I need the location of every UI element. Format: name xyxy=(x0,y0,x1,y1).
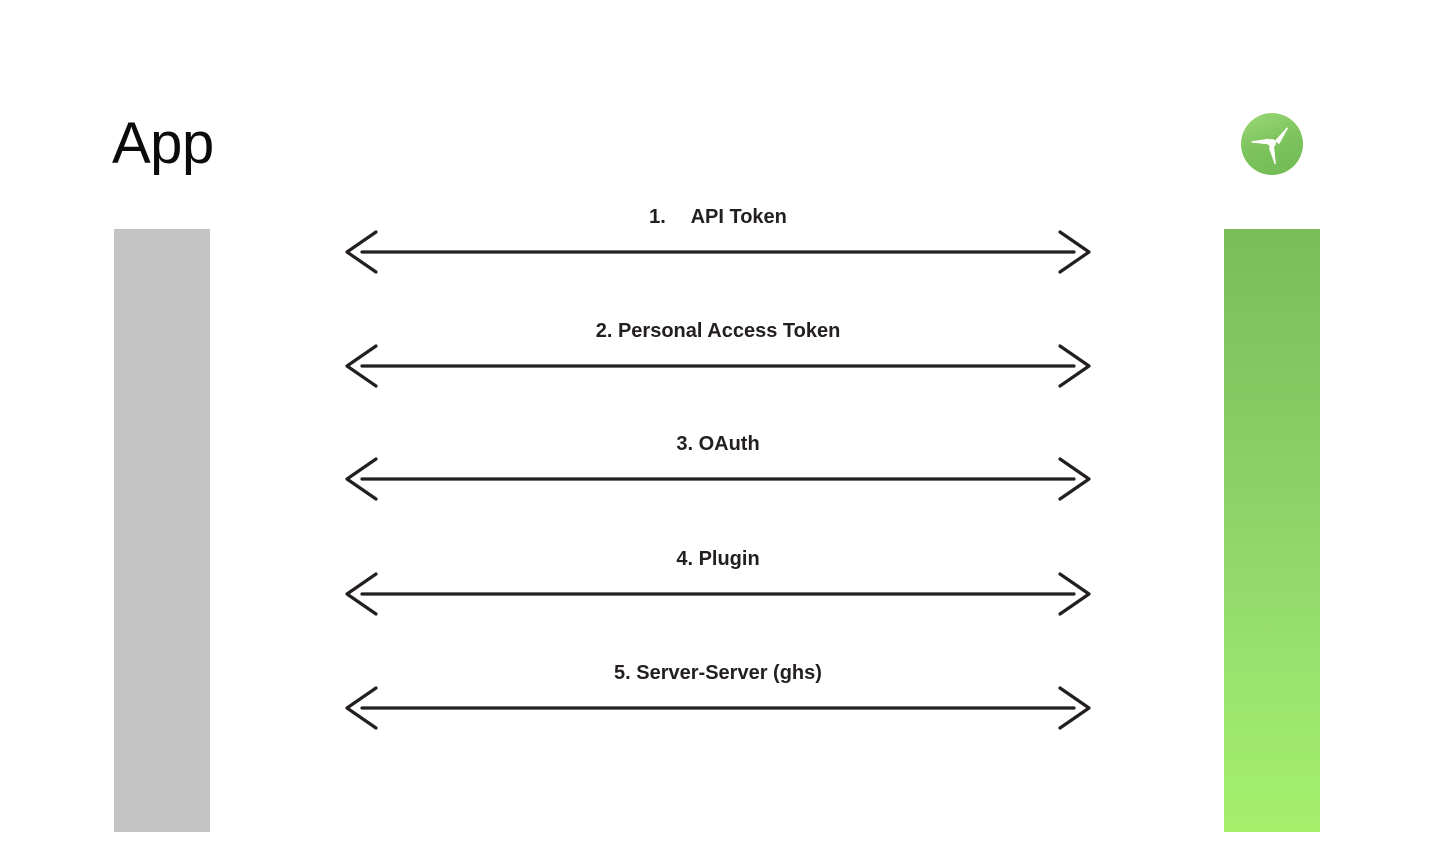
bidirectional-arrow-icon-1 xyxy=(340,226,1096,278)
message-row-2: 2. Personal Access Token xyxy=(340,318,1096,392)
message-row-4: 4. Plugin xyxy=(340,546,1096,620)
message-label-4: 4. Plugin xyxy=(676,548,760,570)
bidirectional-arrow-icon-5 xyxy=(340,682,1096,734)
message-row-3: 3. OAuth xyxy=(340,431,1096,505)
message-label-3: 3. OAuth xyxy=(676,433,760,455)
message-row-5: 5. Server-Server (ghs) xyxy=(340,660,1096,734)
bidirectional-arrow-icon-3 xyxy=(340,453,1096,505)
page-title: App xyxy=(112,111,214,176)
message-label-2: 2. Personal Access Token xyxy=(595,320,841,342)
lifeline-bar-app xyxy=(114,229,210,832)
lifeline-bar-service xyxy=(1224,229,1320,832)
message-row-1: 1. API Token xyxy=(340,204,1096,278)
message-label-5: 5. Server-Server (ghs) xyxy=(614,662,822,684)
message-label-1: 1. API Token xyxy=(649,206,787,228)
propeller-logo-icon xyxy=(1239,111,1305,177)
bidirectional-arrow-icon-2 xyxy=(340,340,1096,392)
bidirectional-arrow-icon-4 xyxy=(340,568,1096,620)
